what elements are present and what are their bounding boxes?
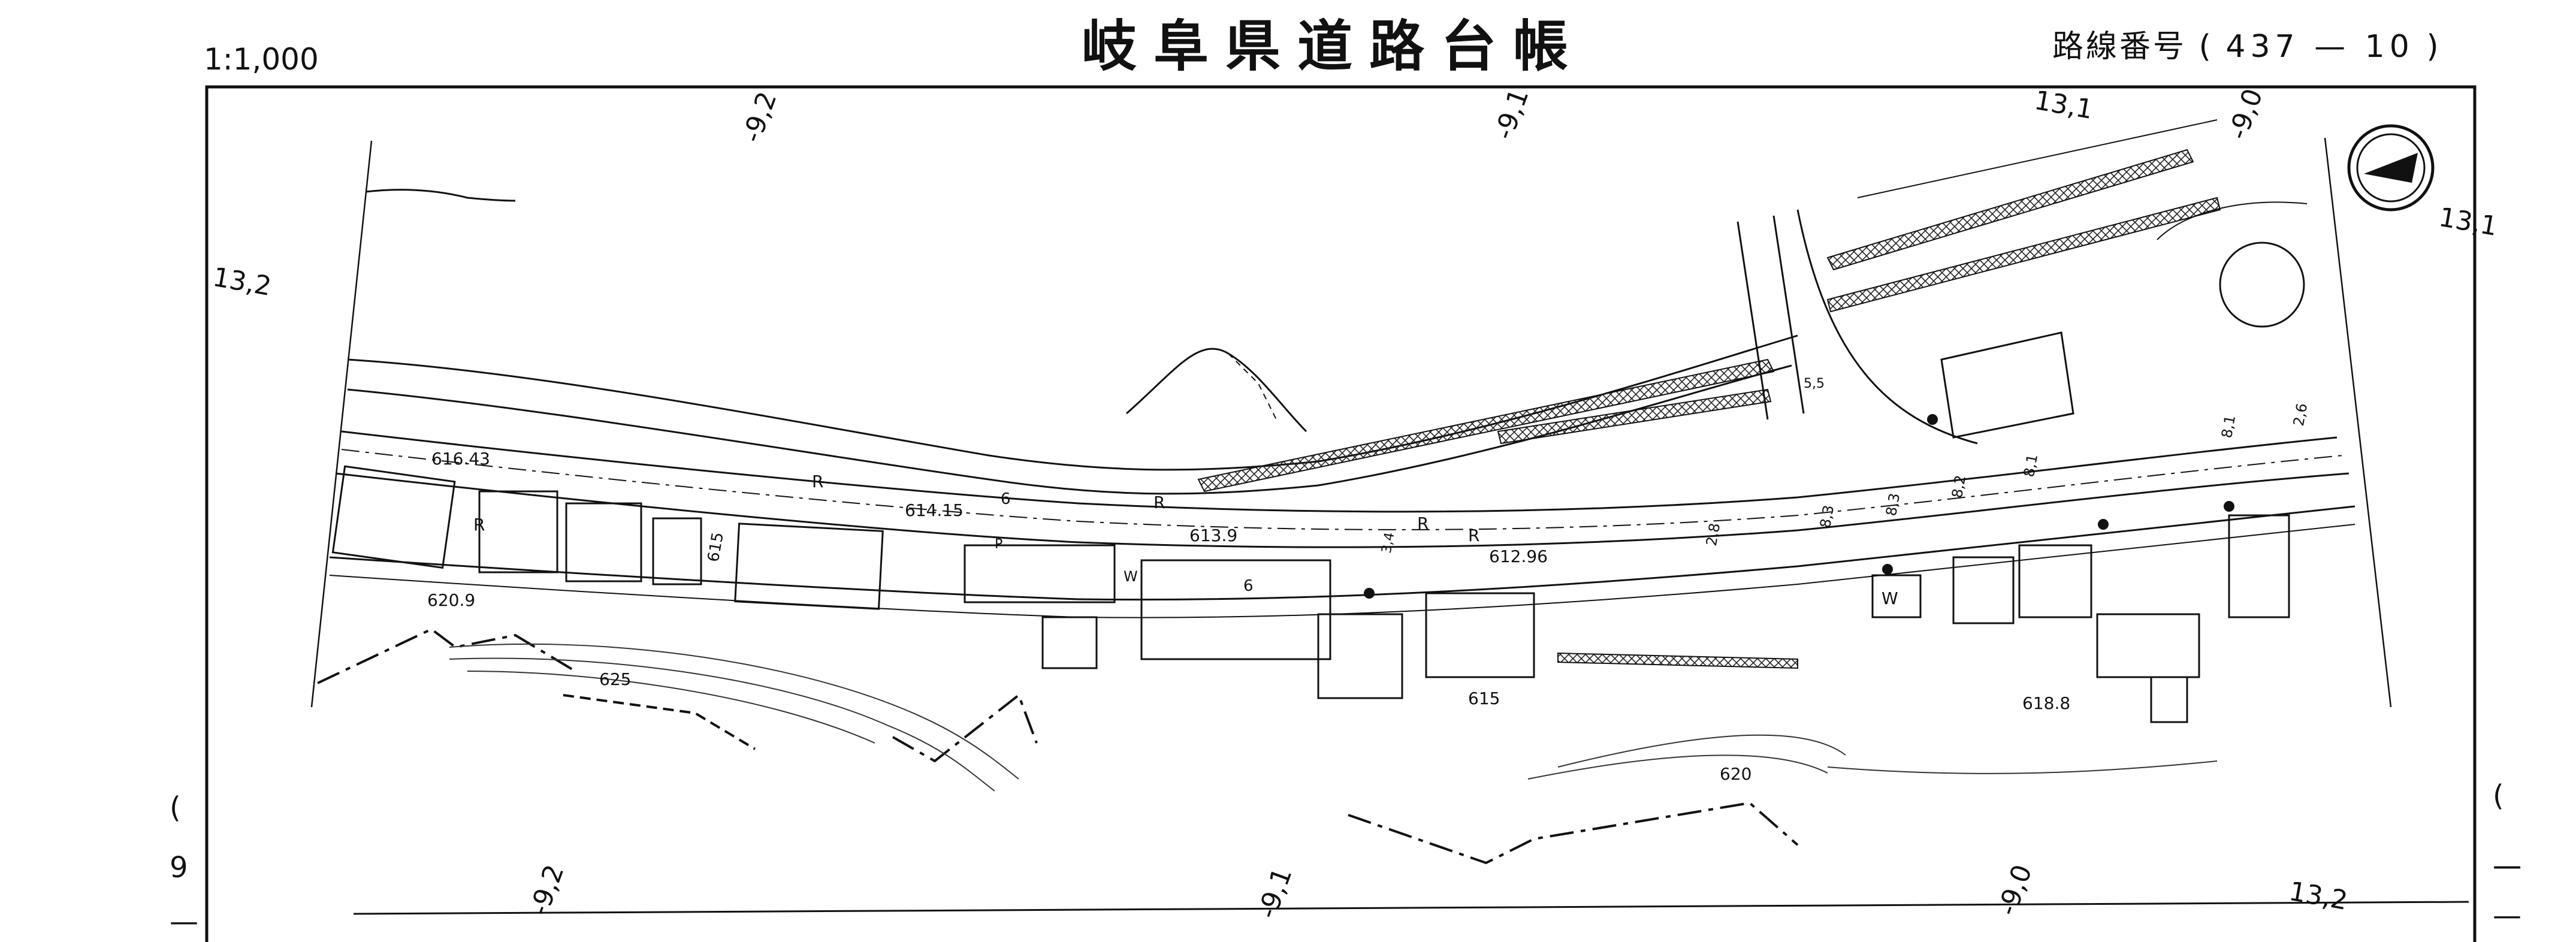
road-label: 2,8 — [1702, 521, 1724, 548]
building — [1317, 613, 1403, 699]
building — [2150, 676, 2188, 723]
map-scale: 1:1,000 — [204, 42, 319, 77]
elevation-label: 620.9 — [427, 590, 476, 610]
road-label: 5,5 — [1804, 376, 1825, 391]
contour-lines — [449, 643, 2218, 792]
building-upper — [1940, 331, 2074, 439]
side-road-edge-2 — [1772, 215, 1805, 414]
north-arrow-icon — [2347, 124, 2435, 212]
route-number-value: 437 — 10 — [2225, 29, 2414, 65]
building — [1871, 574, 1922, 618]
road-label: W — [1124, 568, 1138, 585]
upper-terrain — [1857, 119, 2218, 198]
small-stream — [1126, 348, 1307, 433]
sheet-frame — [205, 85, 2477, 942]
building — [734, 523, 884, 610]
building — [1041, 616, 1098, 669]
retaining-wall-4 — [1826, 197, 2221, 313]
building — [2228, 514, 2290, 618]
road-label: 3,4 — [1379, 531, 1398, 555]
boundary-line — [1348, 801, 1799, 865]
map-left-boundary — [310, 140, 373, 708]
road-label: R — [1153, 493, 1165, 512]
boundary-line — [892, 693, 1038, 763]
water-tank — [2219, 241, 2305, 328]
elevation-label: 616.43 — [431, 449, 490, 469]
utility-poles — [1364, 414, 2234, 599]
building — [1952, 556, 2015, 624]
road-label: R — [812, 472, 824, 491]
building-group — [331, 465, 2290, 723]
sidewalk-edge — [329, 524, 2355, 618]
route-number-label: 路線番号 ( 437 — 10 ) — [2052, 31, 2441, 62]
sheet-number-right-paren: ( — [2493, 779, 2504, 813]
road-label: W — [1882, 588, 1898, 608]
stream-dash — [1228, 353, 1277, 420]
page-title: 岐阜県道路台帳 — [1082, 14, 1586, 78]
side-road-edge-1 — [1737, 221, 1769, 420]
map-right-boundary — [2324, 137, 2392, 708]
terrain-line — [365, 189, 516, 202]
elevation-label: 625 — [599, 669, 632, 689]
road-label: 8,1 — [2218, 413, 2239, 440]
road-label: P — [995, 537, 1003, 552]
building — [964, 544, 1116, 603]
retaining-wall-2 — [1497, 388, 1772, 445]
building — [478, 490, 558, 573]
elevation-label: 614.15 — [905, 500, 964, 520]
retaining-wall-3 — [1826, 149, 2194, 271]
upper-terrain-2 — [2157, 201, 2308, 240]
sheet-number-right-dash: — — [2493, 899, 2521, 932]
road-label: 6 — [1001, 490, 1011, 508]
road-edge-north — [341, 430, 2338, 513]
road-centerline — [341, 449, 2344, 530]
road-edge-south — [329, 505, 2355, 601]
sheet-number-left-paren: ( — [170, 791, 181, 825]
boundary-line — [317, 627, 576, 684]
building — [2096, 613, 2200, 678]
road-label: 8,3 — [1882, 491, 1904, 518]
route-label-text: 路線番号 — [2052, 29, 2187, 65]
building — [331, 465, 456, 569]
route-open-paren: ( — [2198, 29, 2213, 65]
road-label: 6 — [1243, 577, 1254, 595]
side-road-curve — [1796, 209, 1978, 445]
property-dash — [563, 694, 756, 750]
road-label: 8,2 — [1948, 473, 1970, 500]
road-label: R — [473, 515, 485, 535]
road-label: R — [1468, 526, 1480, 545]
retaining-wall-5 — [1557, 652, 1798, 669]
building — [1140, 559, 1331, 660]
sheet-number-left-dash: — — [170, 905, 198, 938]
road-label: 8,1 — [2020, 452, 2042, 479]
sheet-number-left-value: 9 — [170, 851, 188, 884]
road-edge-mid — [335, 472, 2349, 548]
elevation-label: 612.96 — [1489, 547, 1548, 566]
retaining-wall-1 — [1197, 358, 1775, 493]
elevation-label: 620 — [1720, 764, 1752, 784]
building — [652, 517, 702, 585]
road-label: R — [1417, 514, 1429, 533]
building — [1425, 592, 1535, 678]
elevation-label: 613.9 — [1189, 526, 1238, 545]
road-label: 2,6 — [2290, 401, 2311, 428]
building — [2018, 544, 2092, 618]
elevation-label: 615 — [1468, 689, 1500, 708]
road-label: 8,3 — [1816, 503, 1838, 530]
building — [565, 502, 642, 582]
elevation-label: 618.8 — [2022, 693, 2071, 713]
sheet-number-right-value: 一 — [2493, 852, 2522, 886]
baseline — [353, 901, 2469, 915]
route-close-paren: ) — [2426, 29, 2441, 65]
